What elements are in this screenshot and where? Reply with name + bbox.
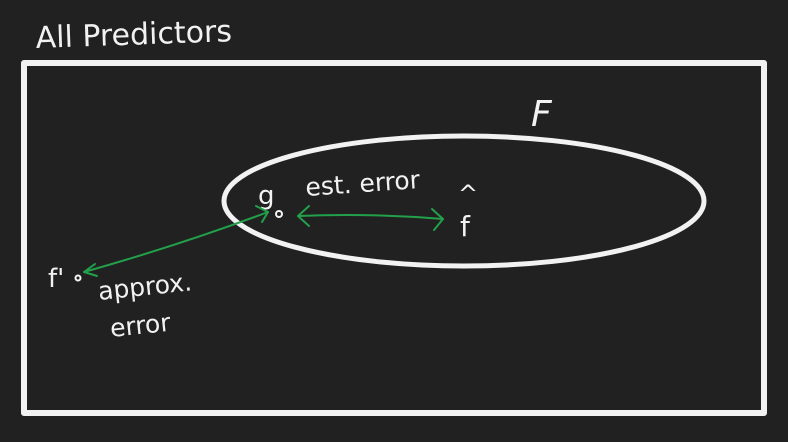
f-star-label: f' xyxy=(48,264,64,294)
estimation-error-arrow xyxy=(297,205,444,231)
f-hat-label: f xyxy=(460,210,471,243)
hypothesis-class-ellipse xyxy=(221,133,707,269)
estimation-error-label: est. error xyxy=(304,165,421,202)
all-predictors-label: All Predictors xyxy=(35,14,232,56)
approximation-error-label-line1: approx. xyxy=(97,267,194,306)
hypothesis-class-label: F xyxy=(531,94,553,135)
g-label: g xyxy=(258,181,275,211)
f-hat-caret: ^ xyxy=(458,180,478,208)
approximation-error-arrow xyxy=(83,205,269,277)
all-predictors-box xyxy=(21,60,767,416)
f-star-point xyxy=(74,274,82,282)
approximation-error-label-line2: error xyxy=(109,308,173,343)
g-point xyxy=(275,210,283,218)
